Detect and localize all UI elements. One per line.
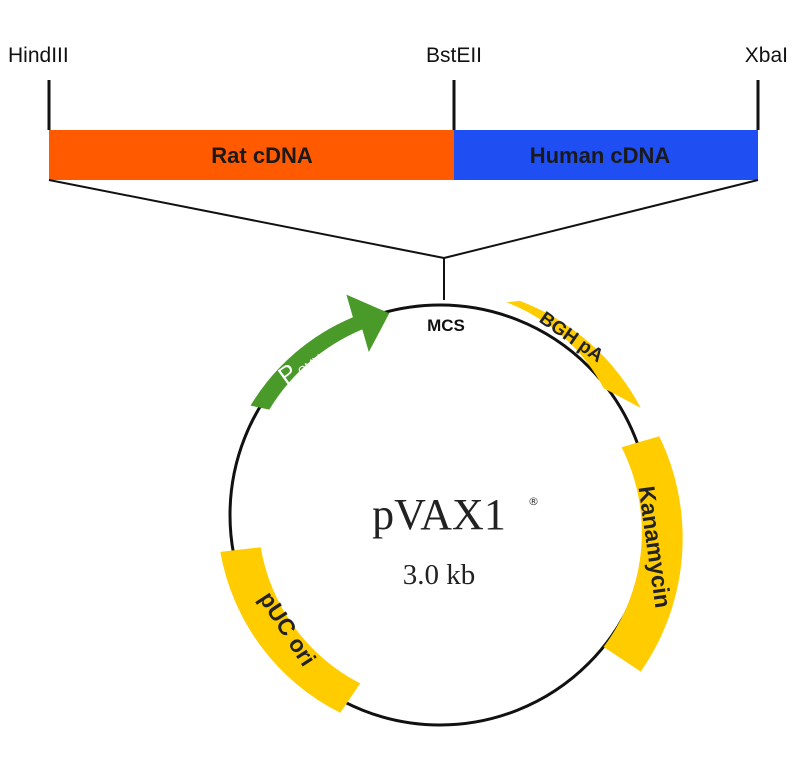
rat-cdna-label: Rat cDNA (211, 143, 313, 168)
cmv-promoter-arrow (250, 294, 390, 410)
plasmid-name: pVAX1 (372, 490, 506, 539)
site-label-xbai: XbaI (745, 44, 788, 67)
mcs-label: MCS (427, 316, 465, 335)
registered-mark: ® (528, 495, 539, 508)
human-cdna-segment (454, 130, 758, 180)
human-cdna-label: Human cDNA (530, 143, 671, 168)
insert-connector-left (48, 179, 445, 259)
plasmid-size: 3.0 kb (403, 559, 476, 591)
insert-connector-right (443, 179, 759, 259)
kanamycin-feature (603, 436, 683, 672)
bgh-pa-feature (506, 300, 641, 408)
bgh-pa-label: BGH pA (535, 308, 607, 367)
puc-ori-feature (220, 547, 361, 713)
rat-cdna-segment (49, 130, 454, 180)
site-label-bsteii: BstEII (426, 44, 482, 67)
site-label-hindiii: HindIII (8, 44, 69, 67)
